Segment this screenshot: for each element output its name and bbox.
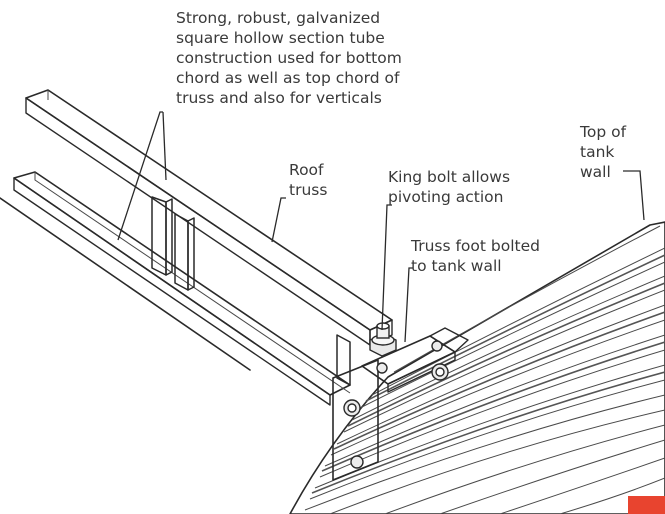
callout-line: to tank wall (411, 257, 502, 275)
bolt-icon (350, 455, 364, 469)
bolt-icon (376, 362, 388, 374)
leader-truss-foot (404, 267, 413, 343)
tank-rim-left (0, 197, 251, 371)
bolts (343, 322, 449, 469)
callout-line: chord as well as top chord of (176, 69, 400, 87)
callout-tube-construction: Strong, robust, galvanized square hollow… (176, 8, 402, 108)
callout-line: construction used for bottom (176, 49, 402, 67)
callout-line: Truss foot bolted (411, 237, 540, 255)
vertical-members (151, 196, 351, 386)
callout-line: truss (289, 181, 328, 199)
callout-line: truss and also for verticals (176, 89, 382, 107)
leader-tube-top-chord (162, 111, 167, 181)
king-bolt-icon (369, 322, 397, 357)
leader-king-bolt (381, 204, 392, 331)
bolt-icon (343, 399, 361, 417)
callout-roof-truss: Roof truss (289, 160, 327, 200)
callout-line: tank (580, 143, 615, 161)
callout-line: pivoting action (388, 188, 504, 206)
accent-mark (628, 496, 665, 514)
callout-line: Strong, robust, galvanized (176, 9, 381, 27)
bolt-icon (431, 340, 443, 352)
leader-roof-truss (271, 197, 286, 243)
top-chord-tube (25, 89, 393, 346)
bottom-chord-tube (13, 171, 351, 406)
callout-line: square hollow section tube (176, 29, 385, 47)
bolt-icon (431, 363, 449, 381)
truss-foot-bracket (332, 327, 469, 481)
callout-line: King bolt allows (388, 168, 511, 186)
callout-line: Roof (289, 161, 324, 179)
callout-king-bolt: King bolt allows pivoting action (388, 167, 510, 207)
leader-tank-wall (623, 170, 645, 221)
callout-line: wall (580, 163, 611, 181)
callout-top-of-tank-wall: Top of tank wall (580, 122, 626, 182)
callout-truss-foot: Truss foot bolted to tank wall (411, 236, 540, 276)
callout-line: Top of (580, 123, 627, 141)
leader-lines (117, 111, 645, 343)
leader-tube-bottom-chord (117, 111, 163, 241)
